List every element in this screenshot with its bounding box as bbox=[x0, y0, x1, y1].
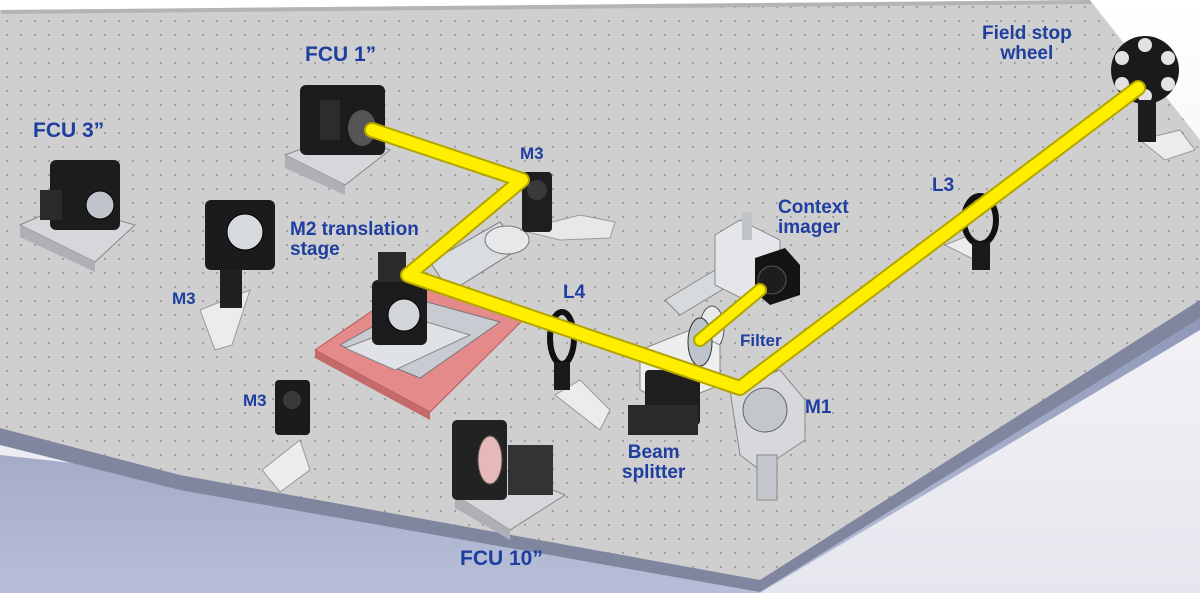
label-beam-line1: Beam bbox=[627, 442, 680, 463]
label-m3-top: M3 bbox=[520, 144, 544, 163]
label-context-imager: Context imager bbox=[778, 198, 849, 238]
m3-mount-left bbox=[199, 200, 275, 351]
label-l3: L3 bbox=[932, 175, 955, 196]
label-context-line1: Context bbox=[778, 197, 849, 218]
label-m2-line2: stage bbox=[290, 238, 340, 260]
label-beam-line2: splitter bbox=[622, 461, 686, 483]
light-beam-path bbox=[364, 80, 1146, 396]
m3-mount-bottom bbox=[261, 380, 311, 493]
fcu-3-unit bbox=[18, 160, 136, 272]
label-fieldstop-line2: wheel bbox=[1000, 42, 1054, 64]
fcu-10-unit bbox=[452, 420, 567, 540]
label-fieldstop-line1: Field stop bbox=[982, 23, 1072, 44]
floor-backdrop bbox=[0, 300, 1200, 593]
label-l4: L4 bbox=[563, 282, 586, 303]
label-m3-left: M3 bbox=[172, 289, 196, 308]
label-fcu-1: FCU 1” bbox=[305, 43, 377, 66]
l4-lens bbox=[547, 309, 611, 431]
label-m2-line1: M2 translation bbox=[290, 219, 419, 240]
label-context-line2: imager bbox=[778, 216, 841, 238]
label-fcu-10: FCU 10” bbox=[460, 547, 543, 570]
m3-mount-top bbox=[519, 172, 616, 241]
label-m1: M1 bbox=[805, 397, 832, 418]
label-field-stop-wheel: Field stop wheel bbox=[982, 24, 1072, 64]
label-m2-translation-stage: M2 translation stage bbox=[290, 220, 419, 260]
m2-mount bbox=[372, 252, 427, 345]
label-beam-splitter: Beam splitter bbox=[622, 443, 685, 483]
fcu-1-unit bbox=[283, 85, 392, 195]
label-fcu-3: FCU 3” bbox=[33, 119, 105, 142]
m1-mount bbox=[729, 369, 806, 501]
label-m3-bottom: M3 bbox=[243, 391, 267, 410]
label-filter: Filter bbox=[740, 331, 782, 350]
